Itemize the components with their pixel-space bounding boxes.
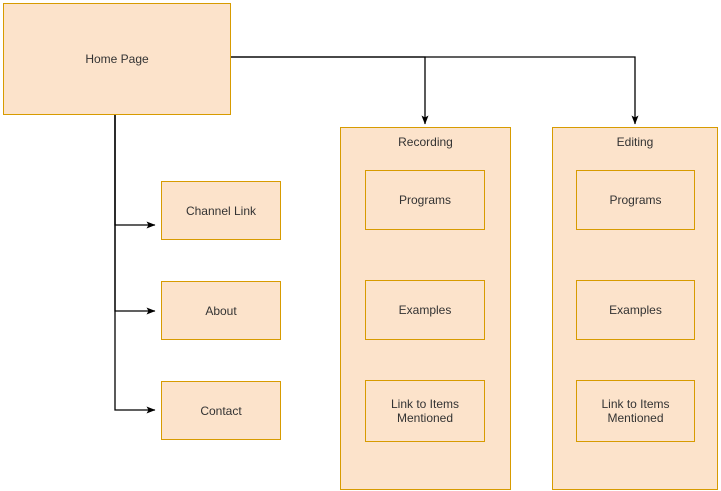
group-editing-title: Editing — [616, 135, 654, 149]
node-recording-link-to-items-mentioned-label: Link to Items Mentioned — [390, 397, 460, 425]
edge-home-to-editing — [230, 56, 639, 125]
node-editing-examples-label: Examples — [609, 303, 662, 317]
node-contact-label: Contact — [200, 403, 242, 418]
node-recording-examples-label: Examples — [398, 303, 452, 317]
node-home-page[interactable]: Home Page — [3, 3, 231, 115]
node-channel-link-label: Channel Link — [185, 203, 257, 218]
node-recording-programs-label: Programs — [398, 193, 451, 207]
edge-home-to-recording — [230, 56, 429, 125]
node-editing-link-to-items-mentioned[interactable]: Link to Items Mentioned — [576, 380, 695, 442]
edge-home-to-channel-link — [114, 115, 156, 229]
node-recording-programs[interactable]: Programs — [365, 170, 485, 230]
node-channel-link[interactable]: Channel Link — [161, 181, 281, 240]
node-editing-link-to-items-mentioned-label: Link to Items Mentioned — [601, 397, 670, 425]
node-recording-examples[interactable]: Examples — [365, 280, 485, 340]
node-home-page-label: Home Page — [85, 52, 149, 66]
node-about-label: About — [205, 303, 237, 318]
node-editing-examples[interactable]: Examples — [576, 280, 695, 340]
node-editing-programs[interactable]: Programs — [576, 170, 695, 230]
edge-home-to-contact — [114, 115, 156, 414]
group-recording-title: Recording — [398, 135, 453, 149]
node-recording-link-to-items-mentioned[interactable]: Link to Items Mentioned — [365, 380, 485, 442]
node-about[interactable]: About — [161, 281, 281, 340]
node-editing-programs-label: Programs — [609, 193, 662, 207]
edge-home-to-about — [114, 115, 156, 315]
node-contact[interactable]: Contact — [161, 381, 281, 440]
